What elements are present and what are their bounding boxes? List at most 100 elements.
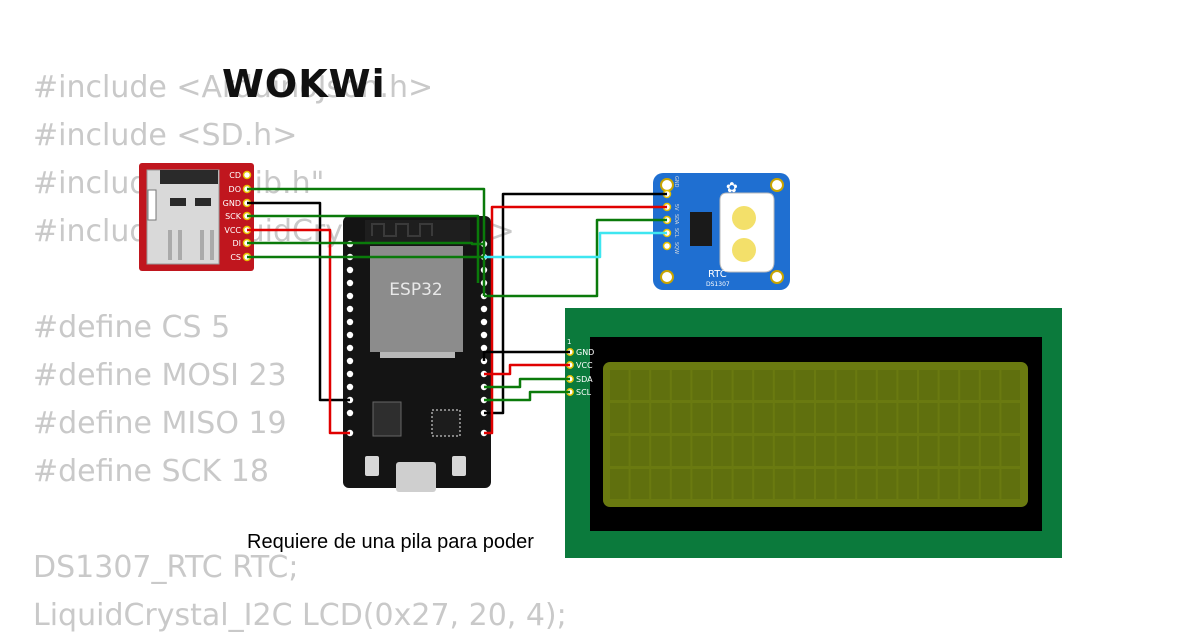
code-line-7: #define MISO 19 <box>33 406 287 441</box>
rtc-pin-label: SDA <box>673 214 679 225</box>
wires[interactable] <box>247 187 667 435</box>
lcd-cell <box>754 370 773 400</box>
sd-pin-label: CS <box>230 253 241 262</box>
sd-pin-label: CD <box>229 171 241 180</box>
lcd-cell <box>898 403 917 433</box>
rtc-pin-label: SCL <box>673 228 679 238</box>
wire-lcd-gnd[interactable] <box>482 350 570 361</box>
lcd-cell <box>630 403 650 433</box>
lcd-cell <box>816 436 835 466</box>
sd-card <box>160 170 218 184</box>
lcd-cell <box>733 370 753 400</box>
rtc-pin-label: GND <box>673 176 679 188</box>
en-button[interactable] <box>365 456 379 476</box>
lcd-cell <box>692 403 711 433</box>
lcd-cell <box>960 370 979 400</box>
battery-contact <box>732 238 756 262</box>
battery-contact <box>732 206 756 230</box>
sd-card-module[interactable]: CD DO GND SCK VCC DI CS <box>139 163 254 271</box>
sd-contact <box>210 230 214 260</box>
lcd-cell <box>939 469 959 499</box>
esp32-board[interactable]: ESP32 <box>343 216 491 492</box>
lcd-cell <box>919 370 938 400</box>
lcd-cell <box>980 370 1000 400</box>
adafruit-logo-icon: ✿ <box>726 180 738 196</box>
lcd-cell <box>671 469 691 499</box>
wire-sd-do[interactable] <box>247 187 486 257</box>
lcd-cell <box>836 436 856 466</box>
lcd-cell <box>836 403 856 433</box>
lcd-cell <box>857 403 876 433</box>
sd-contact <box>168 230 172 260</box>
boot-button[interactable] <box>452 456 466 476</box>
usb-connector <box>396 462 436 492</box>
lcd-pin-label: SCL <box>576 388 592 397</box>
lcd-cell <box>960 403 979 433</box>
wire-rtc-scl[interactable] <box>484 231 667 259</box>
lcd-pin-label: VCC <box>576 361 593 370</box>
lcd-cell <box>754 469 773 499</box>
wire-sd-vcc[interactable] <box>247 228 350 435</box>
rtc-mount-hole <box>770 270 784 284</box>
wire-sd-sck[interactable] <box>247 214 480 283</box>
lcd-cell <box>713 403 732 433</box>
lcd-display[interactable]: 1 GND VCC SDA SCL <box>565 308 1062 558</box>
lcd-cell <box>651 469 670 499</box>
lcd-cell <box>692 436 711 466</box>
esp32-module-pads <box>380 352 455 358</box>
code-line-9: DS1307_RTC RTC; <box>33 550 299 585</box>
rtc-module[interactable]: ✿ RTC DS1307 GND 5V SDA SCL SQW <box>653 173 790 290</box>
sd-pin-label: DI <box>232 239 241 248</box>
wire-rtc-gnd[interactable] <box>484 192 667 415</box>
code-line-5: #define CS 5 <box>33 310 231 345</box>
wire-lcd-vcc[interactable] <box>484 363 570 376</box>
lcd-cell <box>713 436 732 466</box>
rtc-mount-hole <box>770 178 784 192</box>
lcd-cell <box>857 469 876 499</box>
rtc-model: DS1307 <box>706 281 730 288</box>
lcd-cell <box>960 436 979 466</box>
lcd-cell <box>671 436 691 466</box>
usb-uart-chip <box>431 409 461 437</box>
wire-lcd-sda[interactable] <box>484 377 570 389</box>
sd-contact <box>178 230 182 260</box>
wire-rtc-5v[interactable] <box>484 205 667 435</box>
lcd-cell <box>651 370 670 400</box>
sd-slot <box>146 169 220 265</box>
lcd-cell <box>877 469 897 499</box>
lcd-cell <box>795 370 814 400</box>
rtc-title: RTC <box>708 269 727 280</box>
wire-sd-di[interactable] <box>247 241 484 246</box>
lcd-cell <box>980 403 1000 433</box>
lcd-cell <box>816 469 835 499</box>
lcd-cell <box>610 403 629 433</box>
sd-chip-1 <box>170 198 186 206</box>
rtc-pin[interactable] <box>662 241 672 251</box>
lcd-character-grid <box>610 370 1020 499</box>
lcd-cell <box>1001 403 1020 433</box>
lcd-cell <box>816 370 835 400</box>
lcd-cell <box>898 469 917 499</box>
lcd-cell <box>877 403 897 433</box>
ds1307-chip <box>690 212 712 246</box>
lcd-cell <box>877 436 897 466</box>
wokwi-logo: WOKWi <box>222 62 386 106</box>
lcd-cell <box>836 469 856 499</box>
sd-latch <box>147 189 157 221</box>
code-line-10: LiquidCrystal_I2C LCD(0x27, 20, 4); <box>33 598 567 633</box>
lcd-cell <box>980 469 1000 499</box>
sd-pin[interactable] <box>242 170 252 180</box>
lcd-cell <box>960 469 979 499</box>
lcd-cell <box>836 370 856 400</box>
lcd-cell <box>733 436 753 466</box>
lcd-cell <box>795 469 814 499</box>
lcd-cell <box>651 403 670 433</box>
lcd-cell <box>795 436 814 466</box>
wire-lcd-scl[interactable] <box>484 390 570 402</box>
lcd-cell <box>939 436 959 466</box>
lcd-cell <box>1001 436 1020 466</box>
wire-sd-gnd[interactable] <box>247 201 350 402</box>
lcd-cell <box>733 469 753 499</box>
lcd-cell <box>774 370 794 400</box>
